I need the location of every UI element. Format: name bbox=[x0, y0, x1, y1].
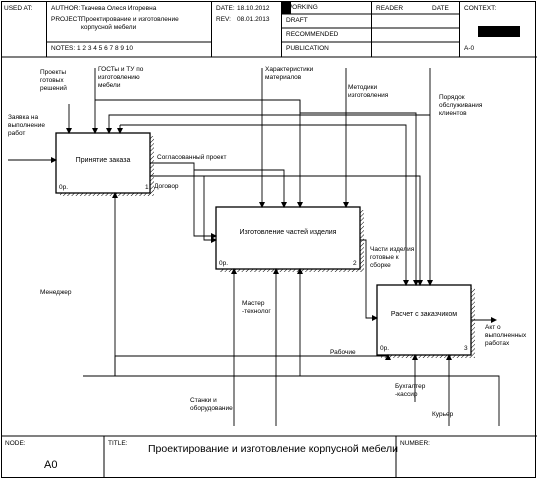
status-draft: DRAFT bbox=[286, 17, 308, 24]
context-node: A-0 bbox=[464, 45, 475, 52]
footer-node-label: NODE: bbox=[5, 440, 26, 447]
label-equipment: Станки и оборудование bbox=[190, 397, 233, 412]
box-2-label: Изготовление частей изделия bbox=[239, 229, 337, 236]
box-2-number: 2 bbox=[353, 260, 357, 267]
arrow-gost-box3 bbox=[299, 100, 419, 286]
header-grid bbox=[1, 13, 537, 58]
arrow-manager-box3 bbox=[114, 354, 391, 376]
header: USED AT: AUTHOR: Ткачева Олеся Игоревна … bbox=[1, 1, 536, 57]
notes-label: NOTES: 1 2 3 4 5 6 7 8 9 10 bbox=[51, 45, 134, 52]
context-label: CONTEXT: bbox=[464, 5, 497, 12]
date-label: DATE: bbox=[216, 5, 235, 12]
author-value: Ткачева Олеся Игоревна bbox=[81, 5, 157, 12]
box-1[interactable] bbox=[55, 132, 151, 194]
status-working-mark bbox=[282, 2, 291, 14]
date-value: 18.10.2012 bbox=[237, 5, 270, 12]
label-act: Акт о выполненных работах bbox=[485, 324, 527, 347]
box-3-label: Расчет с заказчиком bbox=[390, 311, 458, 318]
date-cell: DATE: 18.10.2012 REV: 08.01.2013 bbox=[212, 1, 282, 57]
label-gost: ГОСТы и ТУ по изготовлению мебели bbox=[98, 66, 144, 89]
label-accountant: Бухгалтер -кассир bbox=[395, 383, 426, 398]
arrow-parts bbox=[360, 239, 378, 321]
status-recommended: RECOMMENDED bbox=[286, 31, 339, 38]
box-2-cost: 0р. bbox=[219, 260, 229, 267]
label-manager: Менеджер bbox=[40, 289, 72, 296]
label-request: Заявка на выполнение работ bbox=[8, 114, 45, 137]
footer-title-label: TITLE: bbox=[108, 440, 128, 447]
box-1-cost: 0р. bbox=[59, 184, 69, 191]
status-publication: PUBLICATION bbox=[286, 45, 329, 52]
footer-node: A0 bbox=[44, 459, 58, 471]
label-courier: Курьер bbox=[432, 411, 454, 418]
arrows bbox=[8, 68, 500, 426]
rev-label: REV: bbox=[216, 16, 231, 23]
status-cell: WORKING DRAFT RECOMMENDED PUBLICATION bbox=[282, 1, 372, 57]
label-workers: Рабочие bbox=[330, 349, 356, 356]
label-projects: Проекты готовых решений bbox=[40, 69, 67, 92]
context-cell: CONTEXT: A-0 bbox=[460, 1, 536, 57]
box-1-label: Принятие заказа bbox=[75, 157, 131, 164]
label-agreed-project: Согласованный проект bbox=[157, 154, 227, 161]
used-at-label: USED AT: bbox=[4, 5, 33, 12]
arrow-agreed-project bbox=[150, 162, 217, 239]
arrow-mech-frame bbox=[83, 375, 500, 426]
arrow-contract bbox=[150, 175, 217, 243]
reader-date-label: DATE bbox=[432, 5, 449, 12]
box-3-number: 3 bbox=[464, 345, 468, 352]
box-1-number: 1 bbox=[145, 184, 149, 191]
label-parts: Части изделия готовые к сборке bbox=[370, 246, 415, 269]
label-service: Порядок обслуживания клиентов bbox=[439, 94, 483, 117]
author-label: AUTHOR: bbox=[51, 5, 81, 12]
box-3-cost: 0р. bbox=[380, 345, 390, 352]
arrow-service-branch bbox=[120, 124, 409, 286]
context-thumbnail bbox=[478, 26, 520, 37]
status-working: WORKING bbox=[286, 4, 318, 11]
arrow-agreed-project-ctrl bbox=[194, 169, 287, 208]
label-methods: Методики изготовления bbox=[348, 84, 389, 99]
arrow-service-box1 bbox=[106, 114, 430, 134]
footer-number-label: NUMBER: bbox=[400, 440, 430, 447]
author-cell: AUTHOR: Ткачева Олеся Игоревна PROJECT: … bbox=[47, 1, 212, 57]
box-2[interactable] bbox=[215, 206, 361, 270]
used-at-cell: USED AT: bbox=[1, 1, 47, 57]
label-contract: Договор bbox=[154, 183, 179, 190]
reader-label: READER bbox=[376, 5, 404, 12]
project-label: PROJECT: bbox=[51, 16, 83, 23]
arrow-contract-box3 bbox=[204, 175, 423, 286]
label-materials: Характеристики материалов bbox=[265, 66, 314, 81]
project-value: Проектирование и изготовление корпусной … bbox=[81, 16, 179, 31]
reader-cell: READER DATE bbox=[372, 1, 460, 57]
rev-value: 08.01.2013 bbox=[237, 16, 270, 23]
footer-title: Проектирование и изготовление корпусной … bbox=[148, 443, 398, 455]
box-3[interactable] bbox=[376, 284, 472, 356]
label-master: Мастер -технолог bbox=[242, 300, 271, 315]
footer-grid bbox=[1, 435, 537, 478]
